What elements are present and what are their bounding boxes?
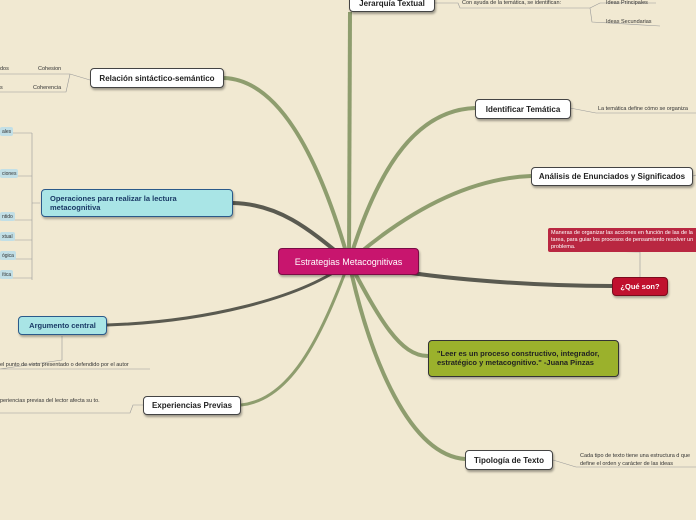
que-son-definition-card: Maneras de organizar las acciones en fun…	[548, 228, 696, 252]
link-identificar	[347, 106, 476, 263]
operaciones-node[interactable]: Operaciones para realizar la lectura met…	[41, 189, 233, 217]
analisis-enunciados-node[interactable]: Análisis de Enunciados y Significados	[531, 167, 693, 186]
operacion-item-2[interactable]: ciones	[0, 169, 19, 178]
experiencias-definition-note: periencias previas del lector afecta su …	[0, 398, 100, 404]
jerarquia-textual-node[interactable]: Jerarquía Textual	[349, 0, 435, 12]
link-experiencias	[240, 261, 351, 407]
ideas-principales-note: Ideas Principales	[606, 0, 648, 6]
experiencias-previas-node[interactable]: Experiencias Previas	[143, 396, 241, 415]
tematica-define-note: La temática define cómo se organiza	[598, 106, 688, 112]
argumento-central-node[interactable]: Argumento central	[18, 316, 107, 335]
que-son-node[interactable]: ¿Qué son?	[612, 277, 668, 296]
quote-node[interactable]: "Leer es un proceso constructivo, integr…	[428, 340, 619, 377]
relacion-sintactico-node[interactable]: Relación sintáctico-semántico	[90, 68, 224, 88]
link-argumento	[106, 260, 350, 327]
identificar-tematica-node[interactable]: Identificar Temática	[475, 99, 571, 119]
operacion-item-3[interactable]: ntido	[0, 212, 15, 221]
link-quote	[347, 261, 429, 358]
tipologia-texto-node[interactable]: Tipología de Texto	[465, 450, 553, 470]
jerarquia-help-note: Con ayuda de la temática, se identifican…	[462, 0, 562, 6]
argumento-definition-note: el punto de vista presentado o defendido…	[0, 362, 129, 368]
operacion-item-4[interactable]: xtual	[0, 232, 15, 241]
operacion-item-1[interactable]: ales	[0, 127, 14, 136]
operacion-item-5[interactable]: ógica	[0, 251, 16, 260]
relacion-left-note-2: s	[0, 85, 3, 91]
tipologia-definition-note: Cada tipo de texto tiene una estructura …	[580, 453, 691, 467]
operacion-item-6[interactable]: ítica	[0, 270, 14, 279]
central-node[interactable]: Estrategias Metacognitivas	[278, 248, 419, 275]
ideas-secundarias-note: Ideas Secundarias	[606, 19, 652, 25]
cohesion-note: Cohesion	[38, 66, 62, 72]
link-relacion	[223, 76, 351, 263]
link-analisis	[347, 174, 532, 264]
link-tipologia	[347, 261, 466, 461]
link-jerarquia	[347, 11, 352, 263]
relacion-left-note-1: dos	[0, 66, 9, 72]
coherencia-note: Coherencia	[33, 85, 62, 91]
